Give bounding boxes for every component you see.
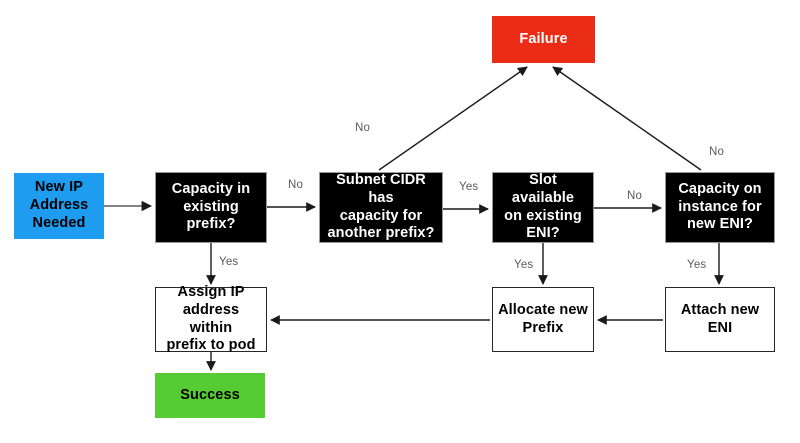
edge-subnet-no-to-failure xyxy=(378,66,528,171)
node-label: Attach new ENI xyxy=(680,301,760,336)
node-new-ip-address-needed[interactable]: New IP Address Needed xyxy=(14,173,104,239)
node-label: Capacity on instance for new ENI? xyxy=(678,180,762,233)
edge-instance-no-to-failure xyxy=(552,66,702,171)
node-label: Failure xyxy=(519,30,568,47)
node-capacity-in-existing-prefix[interactable]: Capacity in existing prefix? xyxy=(155,172,267,243)
edge-label-capacity-no: No xyxy=(288,179,304,191)
node-attach-new-eni[interactable]: Attach new ENI xyxy=(665,287,775,352)
node-label: Subnet CIDR has capacity for another pre… xyxy=(327,172,435,242)
node-success[interactable]: Success xyxy=(155,373,265,418)
node-label: Assign IP address within prefix to pod xyxy=(166,284,256,354)
node-allocate-new-prefix[interactable]: Allocate new Prefix xyxy=(492,287,594,352)
edge-label-instance-no: No xyxy=(709,146,725,158)
edge-label-capacity-yes: Yes xyxy=(219,256,239,268)
node-label: Capacity in existing prefix? xyxy=(171,180,251,233)
node-label: Success xyxy=(180,386,240,403)
node-subnet-cidr-capacity[interactable]: Subnet CIDR has capacity for another pre… xyxy=(319,172,443,243)
edge-label-instance-yes: Yes xyxy=(687,259,707,271)
node-slot-available-on-existing-eni[interactable]: Slot available on existing ENI? xyxy=(492,172,594,243)
node-label: Allocate new Prefix xyxy=(498,301,588,336)
edge-label-subnet-no: No xyxy=(355,122,371,134)
edge-label-subnet-yes: Yes xyxy=(459,181,479,193)
node-label: Slot available on existing ENI? xyxy=(504,172,582,242)
node-label: New IP Address Needed xyxy=(29,179,89,231)
node-capacity-on-instance-for-new-eni[interactable]: Capacity on instance for new ENI? xyxy=(665,172,775,243)
edge-label-slot-yes: Yes xyxy=(514,259,534,271)
node-failure[interactable]: Failure xyxy=(492,16,595,63)
edge-label-slot-no: No xyxy=(627,190,643,202)
node-assign-ip-address-within-prefix-to-pod[interactable]: Assign IP address within prefix to pod xyxy=(155,284,267,354)
